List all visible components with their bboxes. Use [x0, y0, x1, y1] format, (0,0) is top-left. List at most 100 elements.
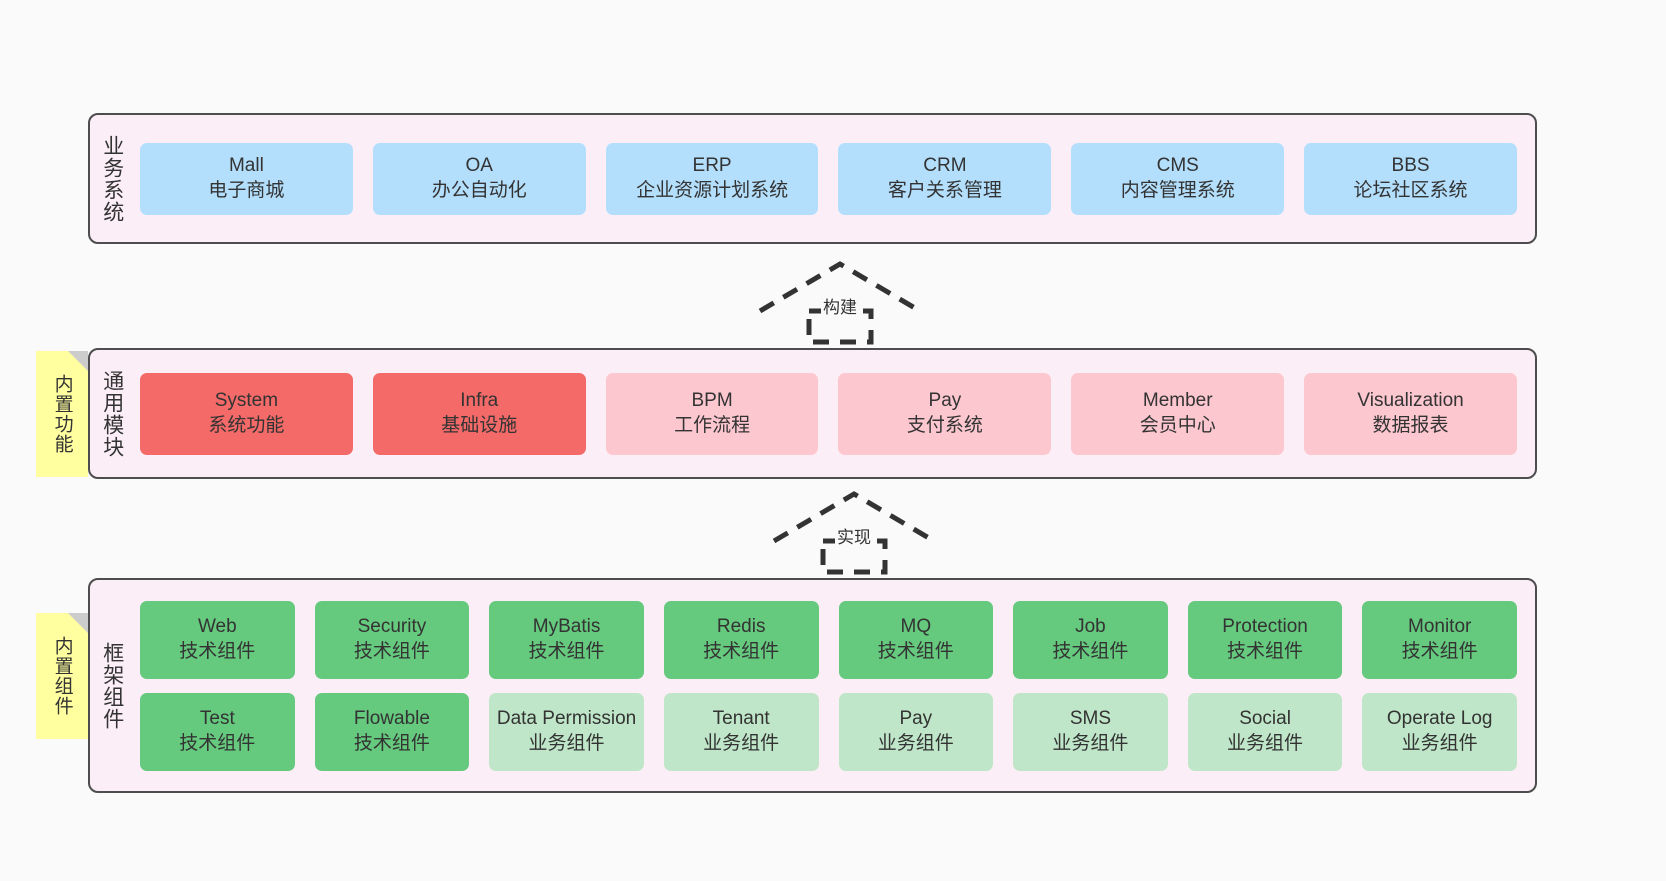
- node-title: Web: [197, 616, 237, 638]
- node-subtitle: 业务组件: [1401, 732, 1478, 754]
- node-pay-component[interactable]: Pay 业务组件: [838, 692, 994, 771]
- node-subtitle: 支付系统: [906, 414, 983, 436]
- node-monitor[interactable]: Monitor 技术组件: [1362, 600, 1517, 679]
- layer-common-modules: 通用模块 System 系统功能 Infra 基础设施 BPM 工作流程 Pay…: [88, 348, 1537, 479]
- node-subtitle: 电子商城: [208, 179, 285, 201]
- node-mq[interactable]: MQ 技术组件: [838, 600, 994, 679]
- node-subtitle: 技术组件: [353, 732, 430, 754]
- node-sms[interactable]: SMS 业务组件: [1013, 692, 1168, 771]
- node-infra[interactable]: Infra 基础设施: [372, 372, 586, 455]
- node-title: OA: [465, 155, 493, 177]
- layer-row: Test 技术组件 Flowable 技术组件 Data Permission …: [140, 692, 1517, 771]
- node-subtitle: 业务组件: [528, 732, 605, 754]
- node-mybatis[interactable]: MyBatis 技术组件: [489, 600, 644, 679]
- node-crm[interactable]: CRM 客户关系管理: [838, 142, 1052, 215]
- node-title: System: [214, 390, 279, 412]
- sticky-note-builtin-features: 内置功能: [36, 351, 88, 477]
- node-subtitle: 技术组件: [353, 640, 430, 662]
- node-bbs[interactable]: BBS 论坛社区系统: [1304, 142, 1517, 215]
- node-subtitle: 业务组件: [877, 732, 954, 754]
- node-title: BBS: [1391, 155, 1430, 177]
- node-title: Mall: [228, 155, 264, 177]
- node-protection[interactable]: Protection 技术组件: [1187, 600, 1343, 679]
- node-title: MQ: [900, 616, 932, 638]
- node-test[interactable]: Test 技术组件: [140, 692, 295, 771]
- node-subtitle: 技术组件: [528, 640, 605, 662]
- layer-body-framework-components: Web 技术组件 Security 技术组件 MyBatis 技术组件 Redi…: [134, 580, 1535, 791]
- node-subtitle: 业务组件: [1052, 732, 1129, 754]
- layer-body-common-modules: System 系统功能 Infra 基础设施 BPM 工作流程 Pay 支付系统…: [134, 350, 1535, 477]
- node-subtitle: 数据报表: [1372, 414, 1449, 436]
- node-title: Flowable: [353, 708, 430, 730]
- node-subtitle: 业务组件: [703, 732, 780, 754]
- node-subtitle: 技术组件: [179, 732, 256, 754]
- node-data-permission[interactable]: Data Permission 业务组件: [489, 692, 644, 771]
- node-subtitle: 工作流程: [674, 414, 751, 436]
- node-title: BPM: [691, 390, 733, 412]
- node-title: Pay: [899, 708, 933, 730]
- node-visualization[interactable]: Visualization 数据报表: [1304, 372, 1517, 455]
- node-title: Pay: [928, 390, 962, 412]
- layer-framework-components: 框架组件 Web 技术组件 Security 技术组件 MyBatis 技术组件…: [88, 578, 1537, 793]
- sticky-note-builtin-components: 内置组件: [36, 613, 88, 739]
- layer-label-common-modules: 通用模块: [100, 369, 124, 458]
- node-web[interactable]: Web 技术组件: [140, 600, 295, 679]
- node-title: Tenant: [712, 708, 770, 730]
- node-title: Operate Log: [1386, 708, 1493, 730]
- node-title: ERP: [692, 155, 732, 177]
- node-title: CMS: [1156, 155, 1199, 177]
- node-erp[interactable]: ERP 企业资源计划系统: [605, 142, 819, 215]
- node-title: CRM: [923, 155, 967, 177]
- layer-label-business-systems: 业务系统: [100, 134, 124, 223]
- node-subtitle: 论坛社区系统: [1353, 179, 1468, 201]
- node-title: Monitor: [1408, 616, 1472, 638]
- layer-row: Mall 电子商城 OA 办公自动化 ERP 企业资源计划系统 CRM 客户关系…: [140, 142, 1517, 215]
- node-tenant[interactable]: Tenant 业务组件: [663, 692, 819, 771]
- layer-row: Web 技术组件 Security 技术组件 MyBatis 技术组件 Redi…: [140, 600, 1517, 679]
- node-cms[interactable]: CMS 内容管理系统: [1071, 142, 1285, 215]
- node-redis[interactable]: Redis 技术组件: [663, 600, 819, 679]
- node-title: Visualization: [1357, 390, 1464, 412]
- node-flowable[interactable]: Flowable 技术组件: [314, 692, 470, 771]
- node-subtitle: 技术组件: [1052, 640, 1129, 662]
- node-mall[interactable]: Mall 电子商城: [140, 142, 353, 215]
- node-subtitle: 技术组件: [1401, 640, 1478, 662]
- node-subtitle: 技术组件: [1227, 640, 1304, 662]
- node-title: Member: [1142, 390, 1213, 412]
- layer-body-business-systems: Mall 电子商城 OA 办公自动化 ERP 企业资源计划系统 CRM 客户关系…: [134, 115, 1535, 242]
- node-bpm[interactable]: BPM 工作流程: [605, 372, 819, 455]
- layer-business-systems: 业务系统 Mall 电子商城 OA 办公自动化 ERP 企业资源计划系统 CRM…: [88, 113, 1537, 244]
- node-subtitle: 内容管理系统: [1120, 179, 1235, 201]
- node-subtitle: 技术组件: [703, 640, 780, 662]
- connector-label-implement: 实现: [835, 523, 873, 548]
- connector-label-build: 构建: [821, 293, 859, 318]
- node-subtitle: 会员中心: [1139, 414, 1216, 436]
- node-operate-log[interactable]: Operate Log 业务组件: [1362, 692, 1517, 771]
- node-subtitle: 技术组件: [877, 640, 954, 662]
- node-social[interactable]: Social 业务组件: [1187, 692, 1343, 771]
- node-subtitle: 办公自动化: [431, 179, 527, 201]
- node-job[interactable]: Job 技术组件: [1013, 600, 1168, 679]
- node-title: Data Permission: [496, 708, 637, 730]
- node-title: MyBatis: [532, 616, 601, 638]
- node-title: Job: [1075, 616, 1106, 638]
- node-subtitle: 技术组件: [179, 640, 256, 662]
- node-member[interactable]: Member 会员中心: [1071, 372, 1285, 455]
- node-title: Social: [1239, 708, 1291, 730]
- connector-build: 构建: [757, 259, 923, 345]
- node-title: Redis: [716, 616, 766, 638]
- connector-implement: 实现: [771, 489, 937, 575]
- node-system[interactable]: System 系统功能: [140, 372, 353, 455]
- node-title: Protection: [1222, 616, 1308, 638]
- layer-row: System 系统功能 Infra 基础设施 BPM 工作流程 Pay 支付系统…: [140, 372, 1517, 455]
- node-title: Security: [357, 616, 427, 638]
- layer-label-framework-components: 框架组件: [100, 641, 124, 730]
- node-pay[interactable]: Pay 支付系统: [838, 372, 1052, 455]
- node-oa[interactable]: OA 办公自动化: [372, 142, 586, 215]
- node-title: Infra: [460, 390, 499, 412]
- node-security[interactable]: Security 技术组件: [314, 600, 470, 679]
- node-title: SMS: [1069, 708, 1112, 730]
- node-title: Test: [199, 708, 235, 730]
- node-subtitle: 业务组件: [1227, 732, 1304, 754]
